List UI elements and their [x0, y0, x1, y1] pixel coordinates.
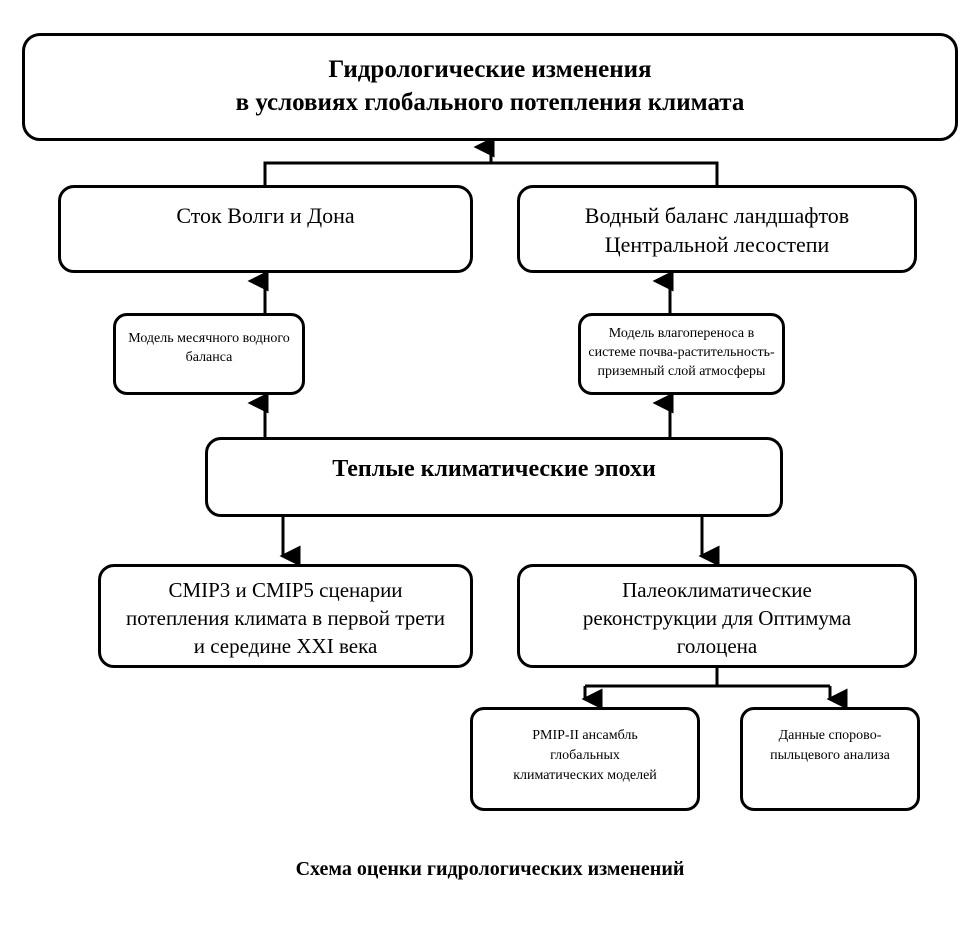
- node-hydrological-changes[interactable]: Гидрологические изменения в условиях гло…: [22, 33, 958, 141]
- node-monthly-water-balance-model-label: Модель месячного водного баланса: [128, 331, 290, 365]
- node-pmip-ensemble[interactable]: PMIP-II ансамбль глобальных климатически…: [470, 707, 700, 811]
- node-monthly-water-balance-model[interactable]: Модель месячного водного баланса: [113, 313, 305, 395]
- node-paleoclimate-reconstructions-label: Палеоклиматические реконструкции для Опт…: [582, 578, 852, 658]
- node-pollen-analysis-data-label: Данные спорово- пыльцевого анализа: [770, 728, 890, 763]
- node-cmip-scenarios[interactable]: CMIP3 и CMIP5 сценарии потепления климат…: [98, 564, 473, 668]
- node-moisture-transfer-model[interactable]: Модель влагопереноса в системе почва-рас…: [578, 313, 785, 395]
- edge-runoff-to-title: [263, 161, 717, 185]
- node-warm-climatic-epochs-label: Теплые климатические эпохи: [332, 456, 656, 482]
- node-paleoclimate-reconstructions[interactable]: Палеоклиматические реконструкции для Опт…: [517, 564, 917, 668]
- node-pmip-ensemble-label: PMIP-II ансамбль глобальных климатически…: [513, 728, 657, 783]
- node-landscape-water-balance-label: Водный баланс ландшафтов Центральной лес…: [584, 203, 850, 257]
- node-hydrological-changes-label: Гидрологические изменения в условиях гло…: [235, 56, 745, 116]
- node-warm-climatic-epochs[interactable]: Теплые климатические эпохи: [205, 437, 783, 517]
- node-cmip-scenarios-label: CMIP3 и CMIP5 сценарии потепления климат…: [126, 578, 445, 658]
- node-volga-don-runoff-label: Сток Волги и Дона: [176, 203, 355, 228]
- node-landscape-water-balance[interactable]: Водный баланс ландшафтов Центральной лес…: [517, 185, 917, 273]
- edge-paleo-split-bus: [585, 668, 830, 688]
- edge-waterbalance-to-title: [265, 161, 719, 185]
- node-moisture-transfer-model-label: Модель влагопереноса в системе почва-рас…: [588, 326, 775, 379]
- node-pollen-analysis-data[interactable]: Данные спорово- пыльцевого анализа: [740, 707, 920, 811]
- node-volga-don-runoff[interactable]: Сток Волги и Дона: [58, 185, 473, 273]
- diagram-caption: Схема оценки гидрологических изменений: [295, 858, 685, 880]
